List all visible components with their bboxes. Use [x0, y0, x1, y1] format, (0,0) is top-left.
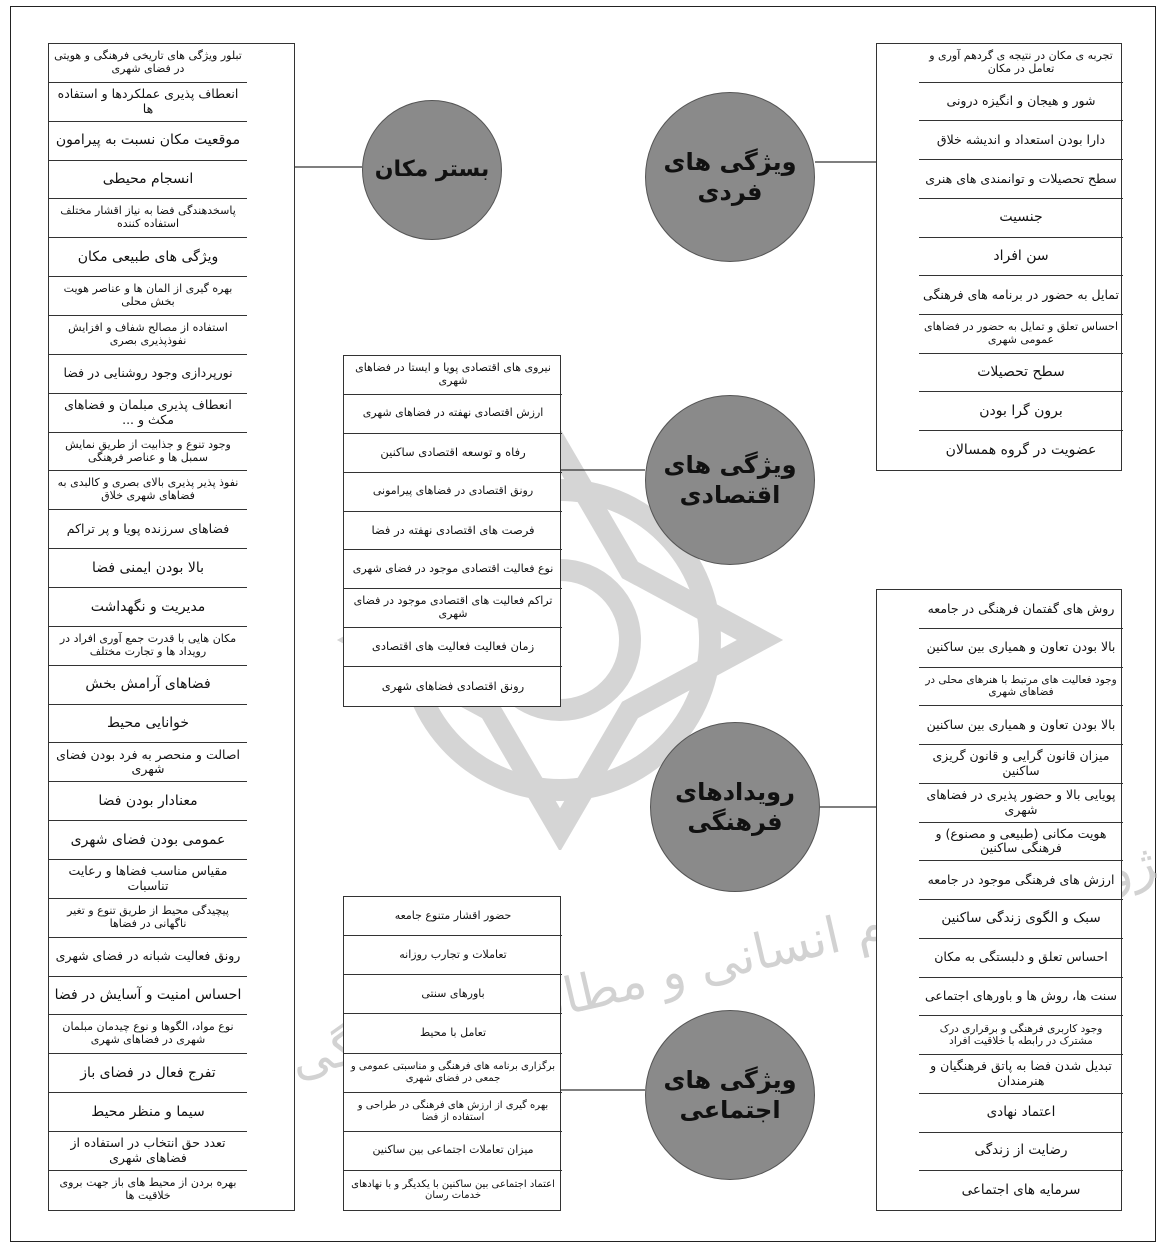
list-item: دارا بودن استعداد و اندیشه خلاق [919, 121, 1123, 161]
list-item: تعامل با محیط [344, 1014, 562, 1054]
list-item: ویژگی های طبیعی مکان [49, 238, 247, 278]
list-item: اعتماد نهادی [919, 1094, 1123, 1133]
list-item: انسجام محیطی [49, 161, 247, 200]
list-item: بالا بودن ایمنی فضا [49, 549, 247, 589]
list-item: عضویت در گروه همسالان [945, 442, 1097, 459]
social-features-label: ویژگی های اجتماعی [663, 1066, 797, 1124]
list-item: فضاهای آرامش بخش [49, 666, 247, 705]
individual-features-label: ویژگی های فردی [663, 148, 797, 206]
list-item: وجود تنوع و جذابیت از طریق نمایش سمبل ها… [49, 433, 247, 472]
individual-factors-box: تجربه ی مکان در نتیجه ی گردهم آوری و تعا… [876, 43, 1123, 471]
list-item: مکان هایی با قدرت جمع آوری افراد در روید… [49, 627, 247, 666]
list-item: میزان تعاملات اجتماعی بین ساکنین [344, 1132, 562, 1171]
list-item: مقیاس مناسب فضاها و رعایت تناسبات [49, 860, 247, 899]
list-item: رفاه و توسعه اقتصادی ساکنین [344, 434, 562, 473]
list-item: سرمایه های اجتماعی [961, 1181, 1081, 1198]
list-item: نیروی های اقتصادی پویا و ایستا در فضاهای… [344, 356, 562, 395]
list-item: فضاهای سرزنده پویا و پر تراکم [49, 510, 247, 550]
list-item: انعطاف پذیری مبلمان و فضاهای مکث و ... [49, 394, 247, 433]
place-context-circle: بستر مکان [362, 100, 502, 240]
list-item: میزان قانون گرایی و قانون گریزی ساکنین [919, 745, 1123, 784]
social-features-circle: ویژگی های اجتماعی [645, 1010, 815, 1180]
list-item: سیما و منظر محیط [49, 1093, 247, 1133]
list-item: بالا بودن تعاون و همیاری بین ساکنین [919, 706, 1123, 745]
list-item: شور و هیجان و انگیزه درونی [919, 83, 1123, 122]
economic-features-circle: ویژگی های اقتصادی [645, 395, 815, 565]
list-item: احساس تعلق و تمایل به حضور در فضاهای عمو… [919, 315, 1123, 354]
list-item: فرصت های اقتصادی نهفته در فضا [344, 512, 562, 551]
list-item: سطح تحصیلات و توانمندی های هنری [919, 160, 1123, 199]
list-item: تمایل به حضور در برنامه های فرهنگی [919, 276, 1123, 316]
list-item: تفرج فعال در فضای باز [49, 1054, 247, 1094]
list-item: نورپردازی وجود روشنایی در فضا [49, 355, 247, 394]
list-item: تعدد حق انتخاب در استفاده از فضاهای شهری [49, 1132, 247, 1171]
list-item: رونق اقتصادی فضاهای شهری [381, 678, 525, 693]
list-item: استفاده از مصالح شفاف و افزایش نفوذپذیری… [49, 316, 247, 355]
list-item: تجربه ی مکان در نتیجه ی گردهم آوری و تعا… [919, 44, 1123, 83]
list-item: زمان فعالیت فعالیت های اقتصادی [344, 628, 562, 667]
list-item: نوع مواد، الگوها و نوع چیدمان مبلمان شهر… [49, 1015, 247, 1055]
list-item: بهره گیری از المان ها و عناصر هویت بخش م… [49, 277, 247, 317]
list-item: سنت ها، روش ها و باورهای اجتماعی [919, 978, 1123, 1017]
list-item: باورهای سنتی [344, 975, 562, 1015]
list-item: وجود فعالیت های مرتبط با هنرهای محلی در … [919, 668, 1123, 707]
list-item: سطح تحصیلات [919, 354, 1123, 393]
list-item: برون گرا بودن [919, 392, 1123, 432]
list-item: هویت مکانی (طبیعی و مصنوع) و فرهنگی ساکن… [919, 823, 1123, 862]
list-item: روش های گفتمان فرهنگی در جامعه [919, 590, 1123, 629]
list-item: معنادار بودن فضا [49, 782, 247, 822]
list-item: موقعیت مکان نسبت به پیرامون [49, 122, 247, 161]
list-item: احساس تعلق و دلبستگی به مکان [919, 939, 1123, 978]
list-item: اصالت و منحصر به فرد بودن فضای شهری [49, 743, 247, 783]
list-item: رونق اقتصادی در فضاهای پیرامونی [344, 473, 562, 512]
list-item: برگزاری برنامه های فرهنگی و مناسبتی عموم… [344, 1054, 562, 1093]
cultural-events-label: رویدادهای فرهنگی [675, 778, 795, 836]
list-item: پویایی بالا و حضور پذیری در فضاهای شهری [919, 784, 1123, 823]
list-item: پیچیدگی محیط از طریق تنوع و تغیر ناگهانی… [49, 899, 247, 938]
list-item: ارزش اقتصادی نهفته در فضاهای شهری [344, 395, 562, 434]
list-item: پاسخدهندگی فضا به نیاز اقشار مختلف استفا… [49, 199, 247, 239]
list-item: سبک و الگوی زندگی ساکنین [919, 900, 1123, 939]
list-item: انعطاف پذیری عملکردها و استفاده ها [49, 83, 247, 122]
list-item: حضور اقشار متنوع جامعه [344, 897, 562, 937]
list-item: خوانایی محیط [49, 705, 247, 744]
cultural-events-circle: رویدادهای فرهنگی [650, 722, 820, 892]
list-item: جنسیت [919, 199, 1123, 238]
list-item: احساس امنیت و آسایش در فضا [49, 977, 247, 1016]
individual-features-circle: ویژگی های فردی [645, 92, 815, 262]
list-item: تبدیل شدن فضا به پاتق فرهنگیان و هنرمندا… [919, 1055, 1123, 1094]
list-item: مدیریت و نگهداشت [49, 588, 247, 627]
list-item: نوع فعالیت اقتصادی موجود در فضای شهری [344, 550, 562, 590]
list-item: بالا بودن تعاون و همیاری بین ساکنین [919, 629, 1123, 668]
list-item: بهره بردن از محیط های باز جهت بروی خلاقی… [59, 1176, 237, 1203]
list-item: اعتماد اجتماعی بین ساکنین با یکدیگر و با… [351, 1178, 555, 1202]
place-context-label: بستر مکان [374, 157, 490, 183]
list-item: رضایت از زندگی [919, 1133, 1123, 1172]
list-item: تبلور ویژگی های تاریخی فرهنگی و هویتی در… [49, 44, 247, 83]
list-item: بهره گیری از ارزش های فرهنگی در طراحی و … [344, 1093, 562, 1132]
economic-features-label: ویژگی های اقتصادی [663, 451, 797, 509]
list-item: سن افراد [919, 238, 1123, 277]
list-item: وجود کاربری فرهنگی و برقراری درک مشترک د… [919, 1016, 1123, 1055]
place-factors-box: تبلور ویژگی های تاریخی فرهنگی و هویتی در… [48, 43, 295, 1211]
list-item: تراکم فعالیت های اقتصادی موجود در فضای ش… [344, 589, 562, 629]
economic-factors-box: نیروی های اقتصادی پویا و ایستا در فضاهای… [343, 355, 562, 707]
diagram-frame [10, 6, 1156, 1242]
list-item: عمومی بودن فضای شهری [49, 821, 247, 861]
list-item: ارزش های فرهنگی موجود در جامعه [919, 861, 1123, 900]
list-item: رونق فعالیت شبانه در فضای شهری [49, 938, 247, 977]
list-item: تعاملات و تجارب روزانه [344, 936, 562, 976]
list-item: نفوذ پذیر پذیری بالای بصری و کالبدی به ف… [49, 471, 247, 511]
